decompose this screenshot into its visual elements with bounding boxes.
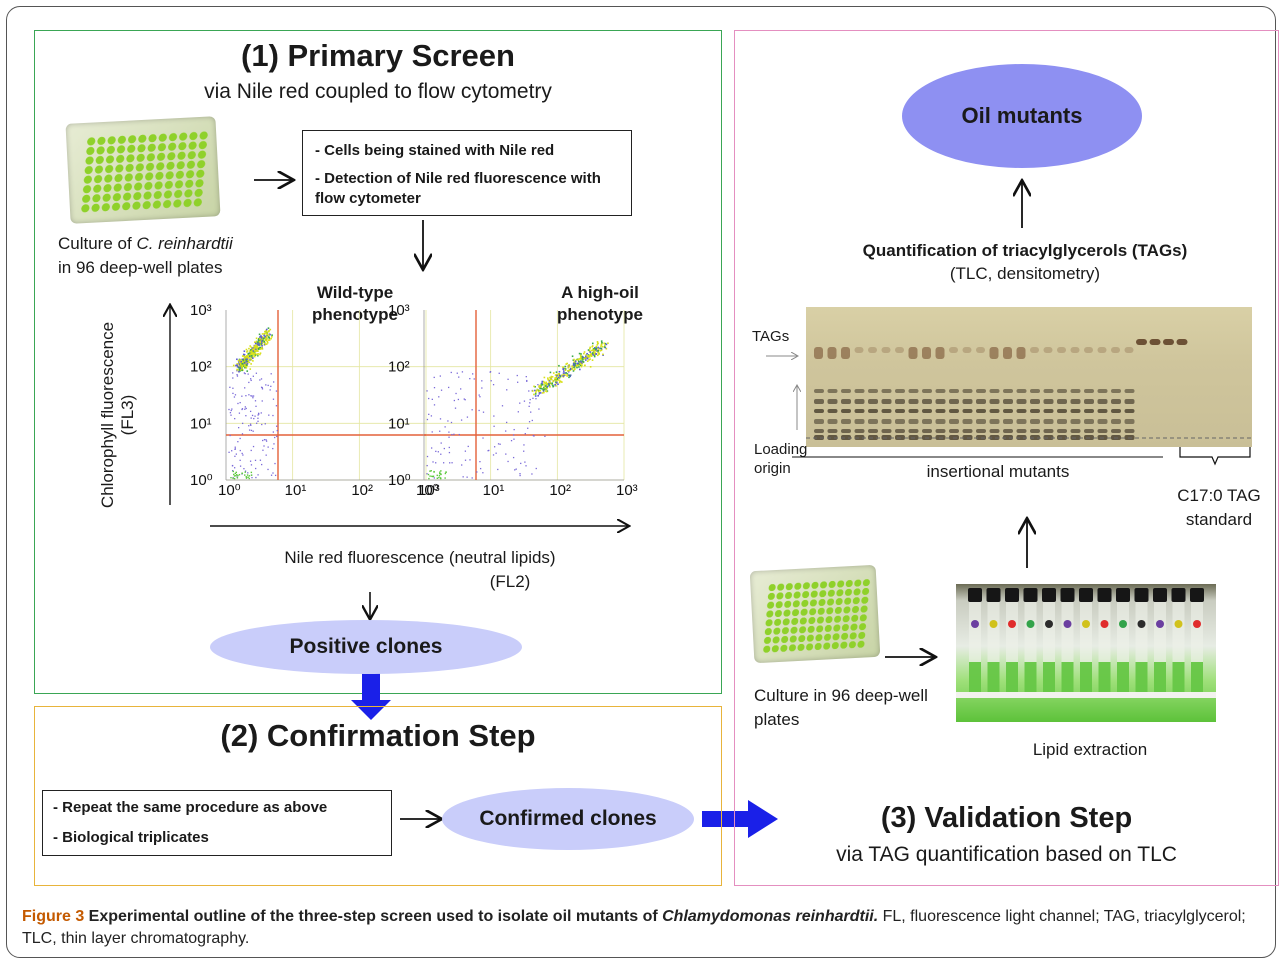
tlc-lanes — [806, 339, 1252, 440]
lipid-extraction-label: Lipid extraction — [1032, 740, 1148, 759]
procedure-step-triplicates: - Biological triplicates — [53, 829, 209, 846]
tlc-plate-image — [806, 307, 1252, 447]
x-tick-label: 10¹ — [285, 482, 307, 499]
validation-subtitle: via TAG quantification based on TLC — [836, 843, 1177, 866]
standard-label: C17:0 TAG standard — [1177, 486, 1261, 529]
high-oil-label: A high-oil phenotype — [557, 283, 643, 324]
quantification-subtitle: (TLC, densitometry) — [949, 264, 1101, 283]
x-axis-label: Nile red fluorescence (neutral lipids)(F… — [284, 548, 556, 591]
x-tick-label: 10² — [549, 482, 571, 499]
culture-plates-label: Culture in 96 deep-well plates — [754, 686, 928, 729]
y-tick-label: 10³ — [388, 302, 410, 319]
figure-frame — [6, 6, 1276, 958]
oil-mutants-ellipse: Oil mutants — [902, 64, 1142, 168]
confirmation-title: (2) Confirmation Step — [220, 718, 536, 753]
confirmed-clones-ellipse: Confirmed clones — [442, 788, 694, 850]
scatter-wild-type — [225, 310, 427, 481]
big-arrow-to-validation — [702, 800, 778, 838]
x-tick-label: 10⁰ — [416, 482, 439, 499]
loading-origin-label: Loading origin — [754, 441, 808, 477]
procedure-step-detect: - Detection of Nile red fluorescence wit… — [315, 170, 601, 207]
primary-screen-subtitle: via Nile red coupled to flow cytometry — [204, 80, 552, 103]
confirmation-procedure-box: - Repeat the same procedure as above - B… — [42, 790, 392, 856]
x-tick-label: 10¹ — [483, 482, 505, 499]
scatter-high-oil — [423, 310, 625, 481]
x-tick-label: 10⁰ — [218, 482, 241, 499]
y-tick-label: 10² — [190, 359, 212, 376]
confirmation-panel — [34, 706, 722, 886]
y-tick-label: 10¹ — [388, 415, 410, 432]
positive-clones-ellipse: Positive clones — [210, 620, 522, 674]
y-tick-label: 10³ — [190, 302, 212, 319]
wild-type-label: Wild-type phenotype — [312, 283, 398, 324]
y-axis-label: Chlorophyll fluorescence (FL3) — [98, 321, 137, 509]
x-tick-label: 10³ — [418, 482, 440, 499]
validation-title: (3) Validation Step — [880, 802, 1133, 834]
y-tick-label: 10¹ — [190, 415, 212, 432]
tags-label: TAGs — [752, 328, 790, 345]
y-tick-label: 10⁰ — [190, 472, 213, 489]
staining-procedure-box: - Cells being stained with Nile red - De… — [302, 130, 632, 216]
primary-screen-title: (1) Primary Screen — [241, 38, 515, 73]
procedure-step-stain: - Cells being stained with Nile red — [315, 142, 555, 159]
flow-cytometry-plots: 10⁰10⁰10¹10¹10²10²10³10³10⁰10⁰10¹10¹10²1… — [190, 302, 638, 499]
lipid-extraction-vials-image — [956, 584, 1216, 722]
well-plate-image-2 — [749, 564, 881, 664]
procedure-step-repeat: - Repeat the same procedure as above — [53, 799, 328, 816]
validation-panel — [734, 30, 1279, 886]
x-tick-label: 10³ — [616, 482, 638, 499]
figure-caption: Figure 3 Experimental outline of the thr… — [22, 908, 1246, 947]
y-tick-label: 10² — [388, 359, 410, 376]
standard-bracket — [1179, 447, 1251, 466]
y-tick-label: 10⁰ — [388, 472, 411, 489]
x-tick-label: 10² — [351, 482, 373, 499]
quantification-title: Quantification of triacylglycerols (TAGs… — [862, 241, 1188, 260]
insertional-mutants-label: insertional mutants — [926, 462, 1070, 481]
